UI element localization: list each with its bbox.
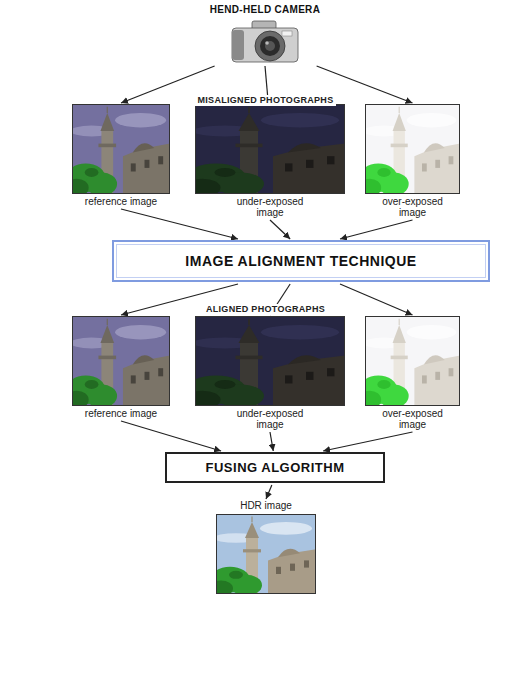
flow-arrow [340, 284, 412, 315]
node-label: over-exposed image [376, 408, 450, 430]
photo-frame [196, 105, 345, 194]
photo-scene [216, 514, 316, 594]
group-label-row: MISALIGNED PHOTOGRAPHS [0, 89, 531, 107]
flow-arrow [340, 220, 412, 239]
camera-drawing [232, 21, 298, 62]
node-label: over-exposed image [376, 196, 450, 218]
photo-frame [196, 317, 345, 406]
photo-node: over-exposed image [365, 104, 460, 218]
camera-icon [230, 18, 300, 64]
photo-frame [366, 105, 460, 194]
photo-scene [195, 316, 345, 406]
node-label: under-exposed image [233, 196, 307, 218]
photograph [72, 104, 170, 194]
node-label: HEND-HELD CAMERA [205, 4, 325, 16]
group-label: MISALIGNED PHOTOGRAPHS [195, 95, 337, 106]
process-box: IMAGE ALIGNMENT TECHNIQUE [112, 240, 490, 282]
camera-node: HEND-HELD CAMERA [205, 4, 325, 64]
flow-arrow [323, 432, 412, 451]
photo-frame [73, 317, 170, 406]
photo-frame [217, 515, 316, 594]
flow-arrow [266, 485, 272, 499]
photograph [216, 514, 316, 594]
process-box: FUSING ALGORITHM [165, 452, 385, 483]
photo-scene [365, 104, 460, 194]
node-label: reference image [84, 196, 158, 207]
photo-node: reference image [72, 316, 170, 419]
group-label: ALIGNED PHOTOGRAPHS [203, 304, 328, 315]
node-label: FUSING ALGORITHM [175, 459, 375, 476]
photo-scene [365, 316, 460, 406]
node-label: under-exposed image [233, 408, 307, 430]
flow-arrow [121, 421, 221, 451]
photo-frame [366, 317, 460, 406]
photo-scene [72, 104, 170, 194]
node-label: reference image [84, 408, 158, 419]
group-label-row: ALIGNED PHOTOGRAPHS [0, 298, 531, 316]
node-label: HDR image [216, 500, 316, 512]
node-label: IMAGE ALIGNMENT TECHNIQUE [122, 252, 480, 270]
photograph [72, 316, 170, 406]
photo-node: HDR image [216, 500, 316, 594]
photograph [365, 104, 460, 194]
photograph [195, 104, 345, 194]
photo-node: reference image [72, 104, 170, 207]
photo-frame [73, 105, 170, 194]
photo-node: over-exposed image [365, 316, 460, 430]
flow-arrow [121, 209, 238, 239]
photo-scene [72, 316, 170, 406]
flow-arrow [270, 220, 290, 239]
photograph [365, 316, 460, 406]
photo-node: under-exposed image [195, 316, 345, 430]
photograph [195, 316, 345, 406]
photo-scene [195, 104, 345, 194]
flow-arrow [270, 432, 273, 451]
photo-node: under-exposed image [195, 104, 345, 218]
